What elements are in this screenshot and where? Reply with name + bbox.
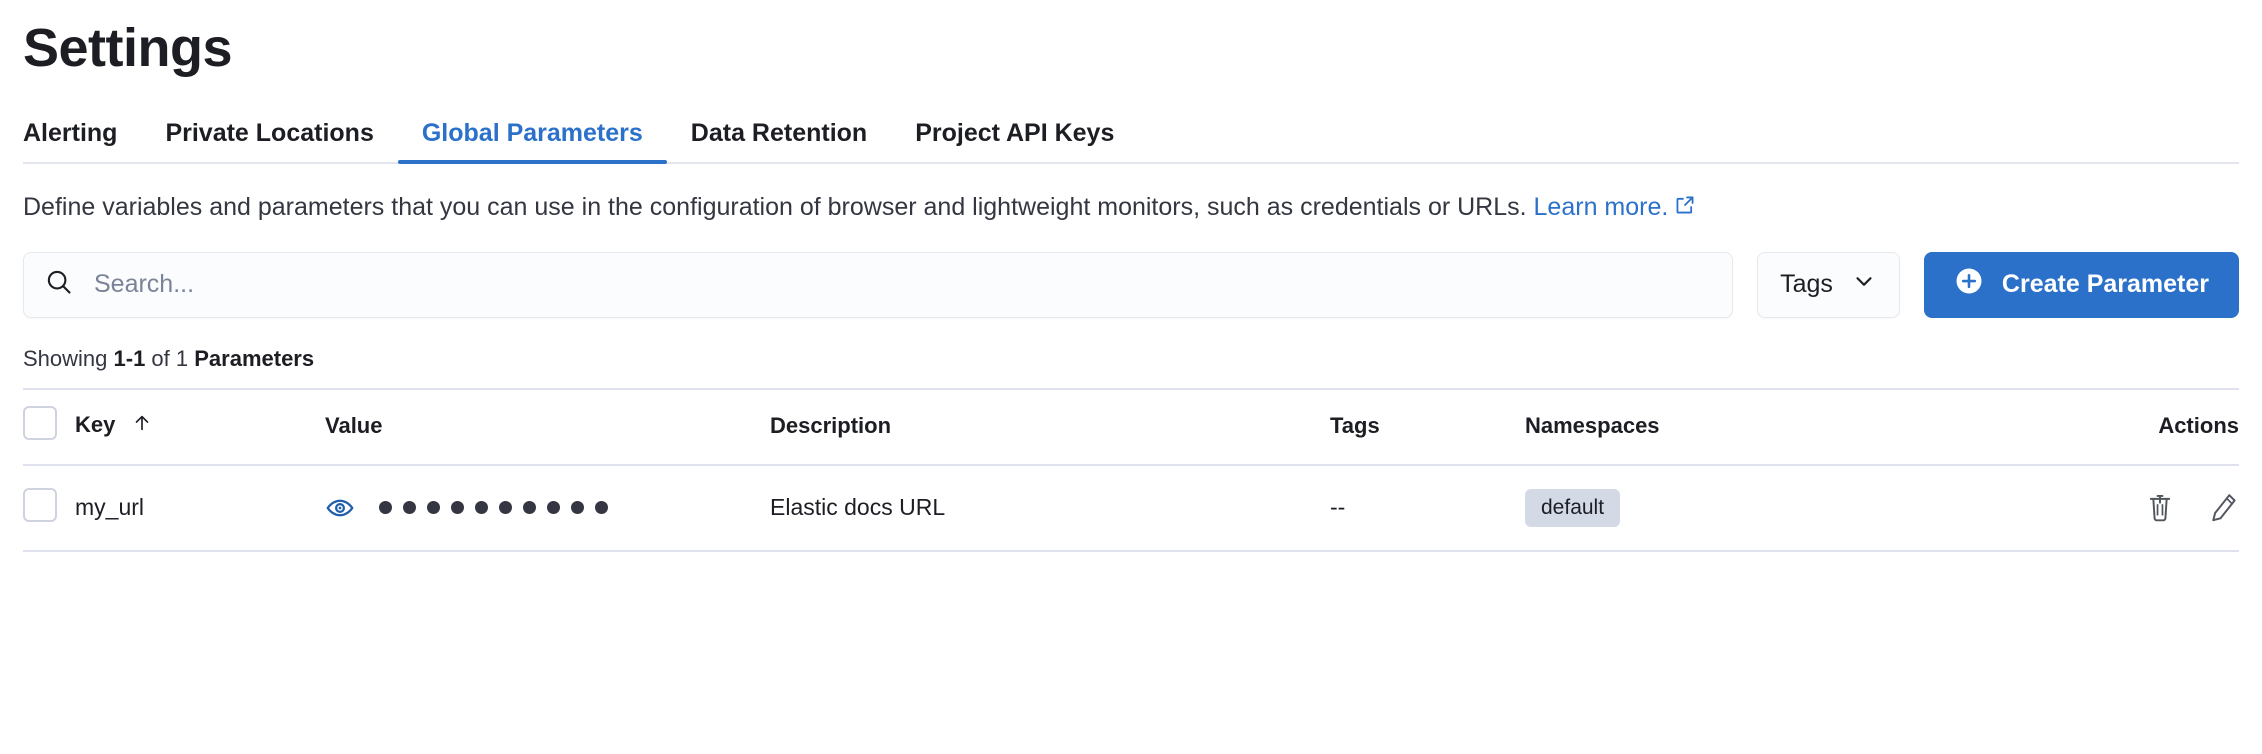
tab-project-api-keys[interactable]: Project API Keys [915, 119, 1115, 148]
column-description[interactable]: Description [770, 387, 1330, 466]
results-count: Showing 1-1 of 1 Parameters [23, 346, 2239, 372]
search-box[interactable] [23, 251, 1734, 318]
external-link-icon[interactable] [1674, 191, 1696, 226]
pencil-icon[interactable] [2209, 492, 2239, 524]
arrow-up-icon[interactable] [131, 412, 153, 440]
row-key: my_url [75, 464, 325, 552]
tab-global-parameters[interactable]: Global Parameters [397, 121, 667, 165]
tab-data-retention[interactable]: Data Retention [690, 119, 868, 148]
tab-private-locations[interactable]: Private Locations [165, 119, 374, 148]
column-actions: Actions [2125, 387, 2239, 466]
learn-more-link[interactable]: Learn more. [1533, 193, 1669, 222]
plus-circle-icon [1954, 266, 1984, 303]
row-tags: -- [1330, 464, 1525, 552]
results-range: 1-1 [113, 345, 146, 371]
results-prefix: Showing [23, 345, 114, 371]
column-namespaces[interactable]: Namespaces [1525, 387, 2125, 466]
masked-value [379, 501, 608, 515]
tags-filter-button[interactable]: Tags [1757, 251, 1900, 318]
trash-icon[interactable] [2145, 492, 2175, 524]
row-description: Elastic docs URL [770, 464, 1330, 552]
table-row[interactable]: my_url [23, 464, 2239, 552]
search-input[interactable] [92, 269, 1713, 301]
row-actions [2125, 464, 2239, 552]
column-key-label: Key [75, 411, 116, 437]
table-header-row: Key Value Description Tags Namespaces Ac… [23, 387, 2239, 466]
row-value [325, 464, 770, 552]
description-text: Define variables and parameters that you… [23, 193, 1534, 222]
page-description: Define variables and parameters that you… [23, 190, 2203, 226]
select-all-checkbox[interactable] [23, 405, 57, 440]
row-select-cell [23, 464, 75, 552]
eye-icon[interactable] [325, 493, 355, 523]
toolbar: Tags Create Parameter [23, 251, 2239, 318]
row-namespaces: default [1525, 464, 2125, 552]
page-title: Settings [23, 18, 233, 78]
tab-alerting[interactable]: Alerting [23, 119, 118, 148]
column-select-all [23, 387, 75, 466]
table-header: Key Value Description Tags Namespaces Ac… [23, 387, 2239, 466]
table-body: my_url [23, 464, 2239, 552]
namespace-badge: default [1525, 489, 1621, 527]
results-middle: of 1 [145, 345, 195, 371]
create-parameter-button[interactable]: Create Parameter [1923, 251, 2239, 318]
chevron-down-icon [1851, 268, 1877, 301]
settings-tabs: Alerting Private Locations Global Parame… [23, 106, 2239, 165]
column-tags[interactable]: Tags [1330, 387, 1525, 466]
row-checkbox[interactable] [23, 487, 57, 522]
search-icon [44, 267, 74, 302]
column-value[interactable]: Value [325, 387, 770, 466]
tags-filter-label: Tags [1780, 270, 1833, 299]
column-key[interactable]: Key [75, 387, 325, 466]
create-parameter-label: Create Parameter [2001, 270, 2209, 299]
results-noun: Parameters [194, 345, 315, 371]
parameters-table: Key Value Description Tags Namespaces Ac… [23, 387, 2239, 552]
